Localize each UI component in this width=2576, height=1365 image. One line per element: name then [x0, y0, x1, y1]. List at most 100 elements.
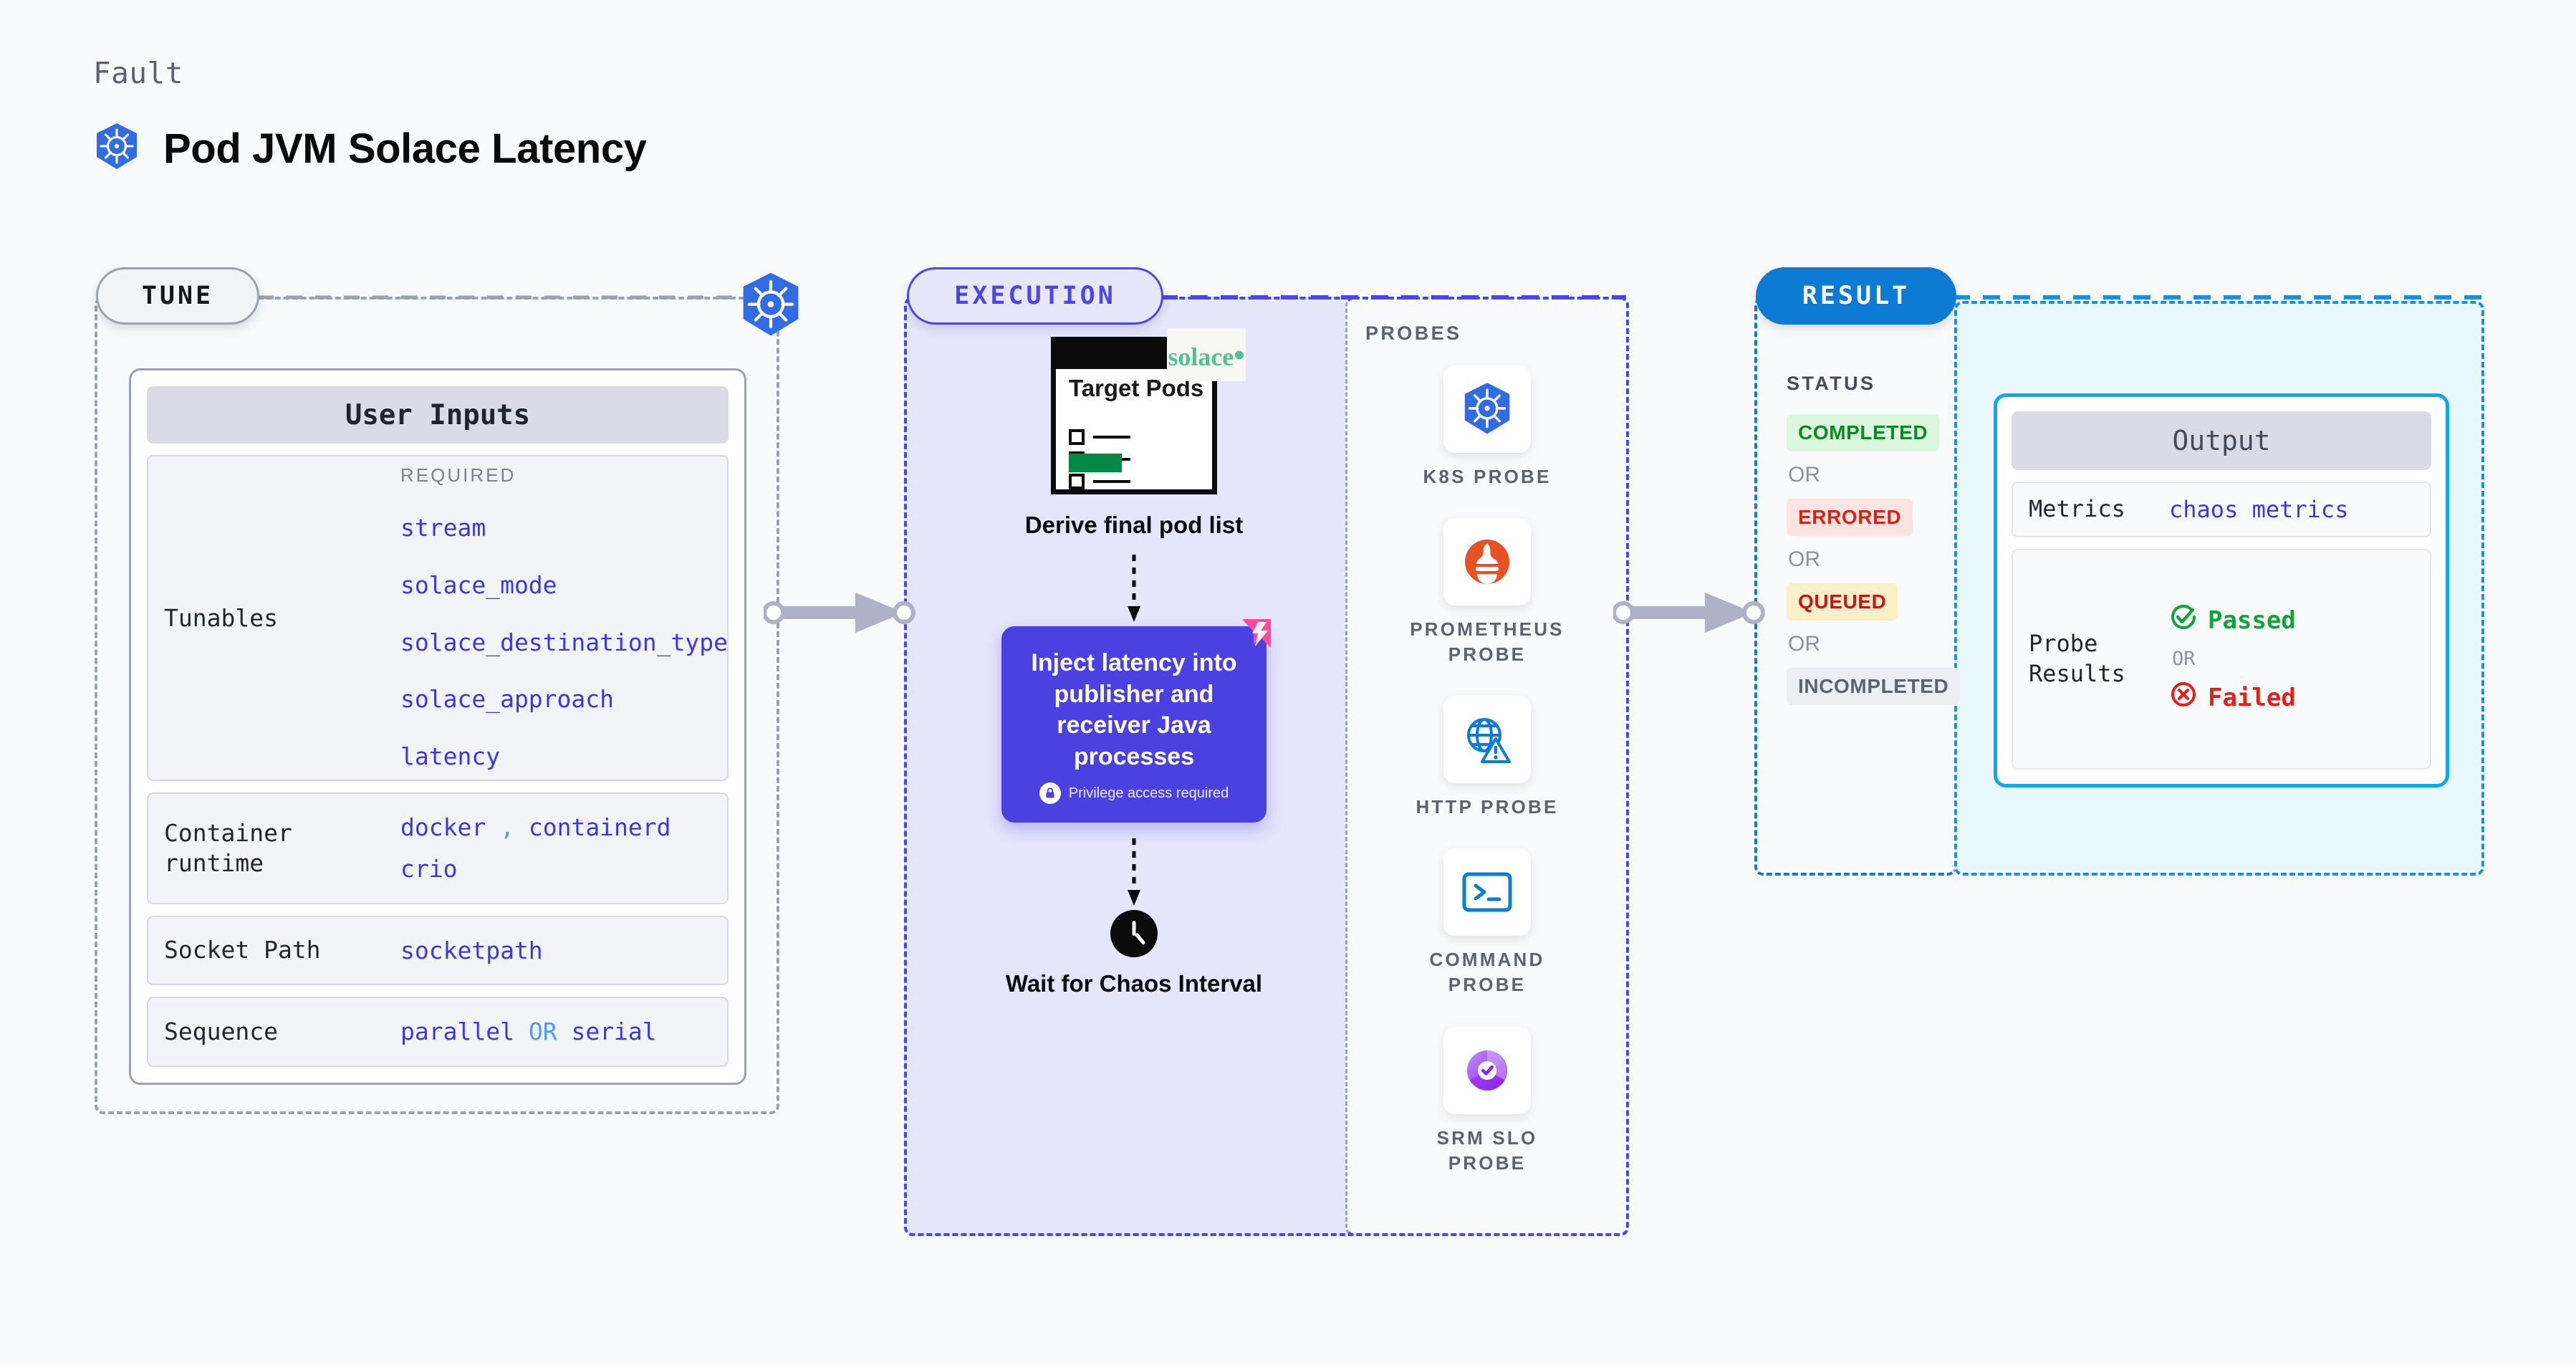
status-badge-completed: COMPLETED [1787, 414, 1940, 451]
arrow-execution-to-result [1613, 593, 1765, 633]
metrics-label: Metrics [2029, 495, 2125, 522]
container-runtime-row: Container runtime docker , containerd cr… [147, 792, 729, 904]
user-inputs-card: User Inputs Tunables REQUIRED stream sol… [129, 368, 746, 1085]
probe-results-label: Probe Results [2029, 630, 2125, 687]
status-or-3: OR [1788, 632, 1820, 656]
globe-warning-icon [1443, 696, 1531, 784]
probe-command[interactable]: COMMAND PROBE [1401, 848, 1573, 997]
page-title-row: Pod JVM Solace Latency [93, 122, 647, 176]
fault-kicker: Fault [93, 56, 183, 90]
wait-chaos-interval-caption: Wait for Chaos Interval [1005, 970, 1263, 997]
tune-header-dashed-line [258, 295, 759, 300]
probe-prometheus[interactable]: PROMETHEUS PROBE [1401, 518, 1573, 667]
status-or-1: OR [1788, 463, 1820, 487]
page-title: Pod JVM Solace Latency [163, 125, 647, 172]
stage-label-execution[interactable]: EXECUTION [907, 267, 1163, 325]
kubernetes-icon [1443, 365, 1531, 453]
line-placeholder [1093, 480, 1130, 483]
probe-label: SRM SLO PROBE [1436, 1126, 1538, 1174]
slo-donut-icon [1443, 1026, 1531, 1114]
probe-srm-slo[interactable]: SRM SLO PROBE [1401, 1026, 1573, 1176]
check-circle-icon [2169, 603, 2198, 638]
tunable-solace-approach[interactable]: solace_approach [400, 685, 615, 714]
status-or-2: OR [1788, 547, 1820, 571]
probe-results-values: Passed OR Failed [2169, 603, 2296, 715]
metrics-row: Metrics chaos metrics [2012, 482, 2431, 537]
ribbon-icon [1239, 616, 1274, 654]
lock-icon [1039, 782, 1061, 805]
probe-k8s[interactable]: K8S PROBE [1401, 365, 1573, 489]
probes-title: PROBES [1365, 322, 1462, 344]
probe-results-or: OR [2172, 648, 2196, 671]
tunable-latency[interactable]: latency [400, 742, 501, 771]
status-title: STATUS [1787, 373, 1876, 394]
privilege-notice: Privilege access required [1020, 782, 1248, 805]
execution-flow-column: Target Pods solace• Derive final pod lis… [923, 328, 1345, 997]
sequence-label: Sequence [164, 1017, 278, 1045]
tunables-label: Tunables [164, 603, 278, 632]
terminal-icon [1443, 848, 1531, 937]
tunable-solace-destination-type[interactable]: solace_destination_type [400, 628, 728, 656]
probe-label: HTTP PROBE [1416, 796, 1559, 818]
privilege-notice-text: Privilege access required [1068, 785, 1229, 801]
checklist-item [1069, 429, 1130, 445]
tunables-values: REQUIRED stream solace_mode solace_desti… [400, 459, 728, 777]
inject-latency-step[interactable]: Inject latency into publisher and receiv… [1001, 619, 1271, 823]
solace-logo: solace• [1167, 328, 1246, 381]
kubernetes-icon [93, 122, 140, 176]
status-options-list: COMPLETED OR ERRORED OR QUEUED OR INCOMP… [1787, 414, 1966, 705]
solace-dot: • [1234, 337, 1245, 373]
target-pods-document: Target Pods solace• [1051, 328, 1246, 494]
runtime-containerd[interactable]: containerd [528, 813, 671, 841]
probe-label: COMMAND PROBE [1429, 949, 1545, 996]
checkbox-icon [1069, 474, 1085, 489]
result-header-dashed-line [1953, 295, 2483, 300]
arrow-down-to-inject [1128, 555, 1140, 622]
document-green-bar [1069, 454, 1122, 472]
checkbox-icon [1069, 429, 1085, 445]
tunable-stream[interactable]: stream [400, 514, 486, 542]
output-card: Output Metrics chaos metrics Probe Resul… [1994, 393, 2449, 787]
output-title: Output [2012, 411, 2431, 470]
socket-path-row: Socket Path socketpath [147, 915, 729, 986]
sequence-serial[interactable]: serial [571, 1017, 657, 1046]
status-badge-errored: ERRORED [1787, 499, 1913, 536]
runtime-crio[interactable]: crio [400, 854, 458, 883]
sequence-row: Sequence parallel OR serial [147, 997, 729, 1067]
socket-path-value[interactable]: socketpath [400, 936, 543, 964]
probe-result-passed: Passed [2169, 603, 2296, 638]
arrow-tune-to-execution [764, 593, 915, 633]
status-badge-queued: QUEUED [1787, 583, 1898, 621]
prometheus-icon [1443, 518, 1531, 606]
arrow-down-to-wait [1128, 838, 1140, 906]
probe-label: K8S PROBE [1423, 466, 1552, 487]
required-label: REQUIRED [400, 464, 516, 486]
container-runtime-label: Container runtime [164, 818, 292, 877]
solace-wordmark: solace [1168, 342, 1234, 371]
container-runtime-values: docker , containerd crio [400, 807, 671, 890]
stage-label-tune[interactable]: TUNE [96, 267, 259, 325]
runtime-docker[interactable]: docker [400, 813, 486, 841]
runtime-separator: , [500, 813, 514, 841]
probe-results-row: Probe Results Passed OR [2012, 548, 2431, 770]
passed-label: Passed [2208, 605, 2296, 635]
probes-list: K8S PROBE PROMETHEUS PROBE [1345, 365, 1629, 1176]
probe-result-failed: Failed [2169, 680, 2296, 715]
probe-http[interactable]: HTTP PROBE [1401, 696, 1573, 820]
line-placeholder [1093, 436, 1130, 439]
kubernetes-node-icon [736, 271, 805, 343]
failed-label: Failed [2208, 683, 2296, 712]
stage-label-result[interactable]: RESULT [1756, 267, 1956, 325]
x-circle-icon [2169, 680, 2198, 715]
sequence-parallel[interactable]: parallel [400, 1017, 514, 1046]
tunable-solace-mode[interactable]: solace_mode [400, 570, 557, 599]
inject-latency-title: Inject latency into publisher and receiv… [1031, 649, 1237, 770]
sequence-values: parallel OR serial [400, 1011, 657, 1053]
execution-header-dashed-line [1160, 295, 1626, 300]
clock-icon [1110, 910, 1158, 958]
user-inputs-title: User Inputs [147, 386, 729, 444]
probe-label: PROMETHEUS PROBE [1410, 618, 1565, 666]
socket-path-label: Socket Path [164, 936, 321, 964]
metrics-value[interactable]: chaos metrics [2169, 495, 2349, 523]
checklist-item [1069, 474, 1130, 489]
